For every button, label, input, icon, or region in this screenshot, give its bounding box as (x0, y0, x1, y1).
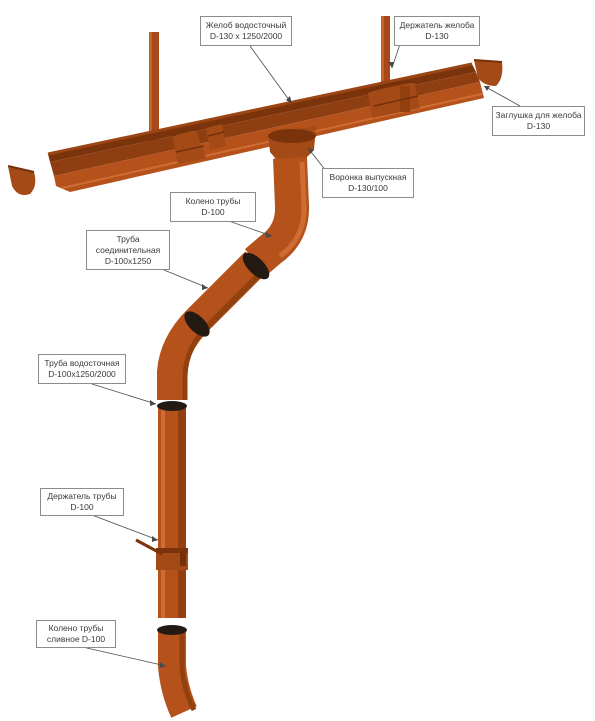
downpipe-vertical (157, 401, 187, 618)
label-gutter-line2: D-130 x 1250/2000 (209, 31, 283, 41)
label-outlet: Воронка выпускная D-130/100 (322, 168, 414, 198)
label-gutter-cap: Заглушка для желоба D-130 (492, 106, 585, 136)
end-cap-right (473, 59, 503, 86)
pipe-holder (135, 538, 188, 570)
label-gutter-cap-line1: Заглушка для желоба (495, 110, 582, 120)
label-connecting-pipe-line1: Труба (116, 233, 140, 244)
coupling-ring-1 (242, 252, 270, 280)
label-pipe-holder-line2: D-100 (70, 502, 94, 512)
label-drain-elbow-line2: сливное D-100 (46, 634, 106, 644)
leader-lines (77, 43, 521, 667)
label-pipe-holder: Держатель трубы D-100 (40, 488, 124, 516)
label-pipe-holder-line1: Держатель трубы (47, 491, 117, 501)
label-downpipe-line1: Труба водосточная (44, 358, 120, 368)
label-connecting-pipe-line3: D-100x1250 (104, 255, 152, 266)
gutter-connector-right (367, 80, 420, 118)
label-downpipe-line2: D-100x1250/2000 (48, 369, 116, 379)
end-cap-left (7, 165, 36, 195)
gutter-connector-middle (206, 124, 226, 150)
gutter-holder-left (149, 32, 159, 144)
label-drain-elbow-line1: Колено трубы (48, 623, 104, 633)
label-connecting-pipe-line2: соединительная (95, 244, 161, 255)
label-connecting-pipe: Труба соединительная D-100x1250 (86, 230, 170, 270)
outlet-funnel (268, 126, 316, 164)
drain-elbow (157, 625, 197, 718)
gutter-holder-right (381, 16, 390, 88)
label-gutter-cap-line2: D-130 (526, 121, 551, 131)
gutter-connector-left (171, 128, 206, 164)
label-downpipe: Труба водосточная D-100x1250/2000 (38, 354, 126, 384)
label-outlet-line2: D-130/100 (348, 183, 388, 193)
label-gutter-holder: Держатель желоба D-130 (394, 16, 480, 46)
label-elbow-line1: Колено трубы (185, 196, 241, 206)
leader-arrowheads (150, 62, 490, 668)
label-gutter-holder-line2: D-130 (425, 31, 449, 41)
label-gutter-holder-line1: Держатель желоба (399, 20, 475, 30)
gutter-trough (47, 62, 484, 192)
label-elbow-line2: D-100 (201, 207, 225, 217)
label-outlet-line1: Воронка выпускная (329, 172, 407, 182)
label-elbow: Колено трубы D-100 (170, 192, 256, 222)
coupling-ring-2 (184, 311, 210, 337)
label-gutter-line1: Желоб водосточный (205, 20, 287, 30)
label-drain-elbow: Колено трубы сливное D-100 (36, 620, 116, 648)
label-gutter: Желоб водосточный D-130 x 1250/2000 (200, 16, 292, 46)
